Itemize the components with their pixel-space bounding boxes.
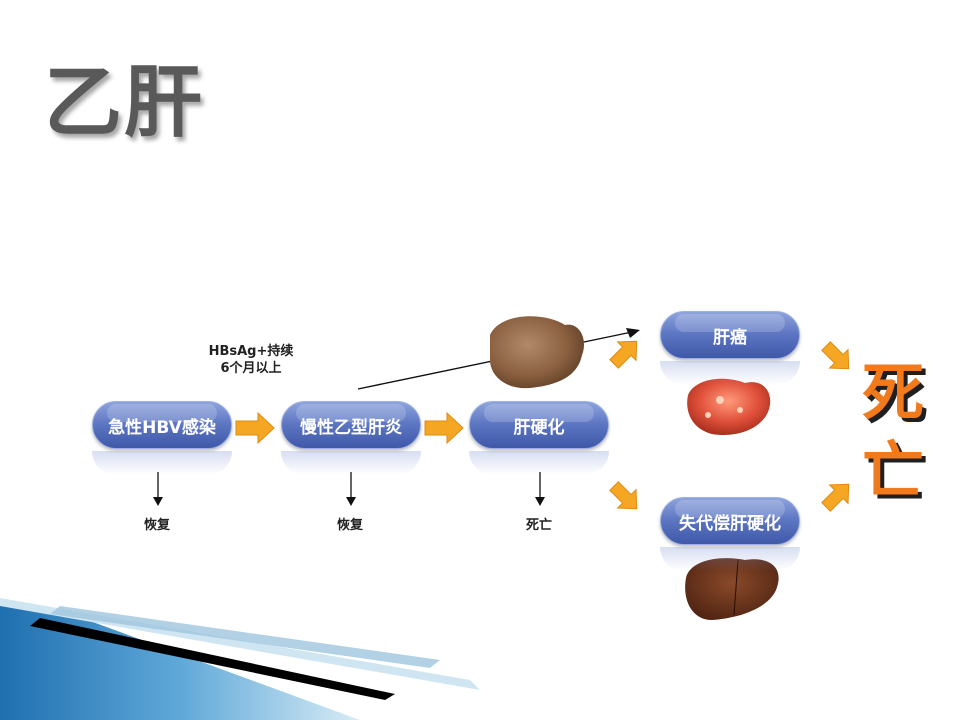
liver-image-cirrhotic xyxy=(685,558,779,620)
node-reflection xyxy=(660,547,800,571)
hbsag-note-line2: 6个月以上 xyxy=(220,361,282,376)
node-reflection xyxy=(660,361,800,385)
outcome-chronic: 恢复 xyxy=(337,518,364,533)
node-reflection xyxy=(281,451,421,475)
orange-arrows xyxy=(235,340,850,512)
slide-title: 乙肝 xyxy=(44,58,205,148)
hbsag-note: HBsAg+持续 6个月以上 xyxy=(196,343,306,377)
outcome-arrows xyxy=(153,472,545,506)
node-chronic-hepatitis: 慢性乙型肝炎 xyxy=(281,401,421,449)
node-decompensated-cirrhosis: 失代偿肝硬化 xyxy=(660,497,800,545)
hbsag-note-line1: HBsAg+持续 xyxy=(208,344,294,359)
node-acute-label: 急性HBV感染 xyxy=(108,417,216,438)
decorative-swoosh xyxy=(0,598,480,720)
node-reflection xyxy=(469,451,609,475)
liver-image-tan xyxy=(490,316,585,389)
outcome-acute: 恢复 xyxy=(144,518,171,533)
node-chronic-label: 慢性乙型肝炎 xyxy=(300,417,402,438)
node-liver-cancer: 肝癌 xyxy=(660,311,800,359)
node-decompensated-label: 失代偿肝硬化 xyxy=(679,513,781,534)
node-cirrhosis-label: 肝硬化 xyxy=(513,417,565,438)
node-acute-hbv: 急性HBV感染 xyxy=(92,401,232,449)
liver-image-tumor xyxy=(687,378,771,436)
outcome-cirrhosis: 死亡 xyxy=(526,518,553,533)
death-char-1: 死 xyxy=(862,356,925,429)
node-cancer-label: 肝癌 xyxy=(713,327,747,348)
node-cirrhosis: 肝硬化 xyxy=(469,401,609,449)
death-char-2: 亡 xyxy=(862,434,925,507)
node-reflection xyxy=(92,451,232,475)
